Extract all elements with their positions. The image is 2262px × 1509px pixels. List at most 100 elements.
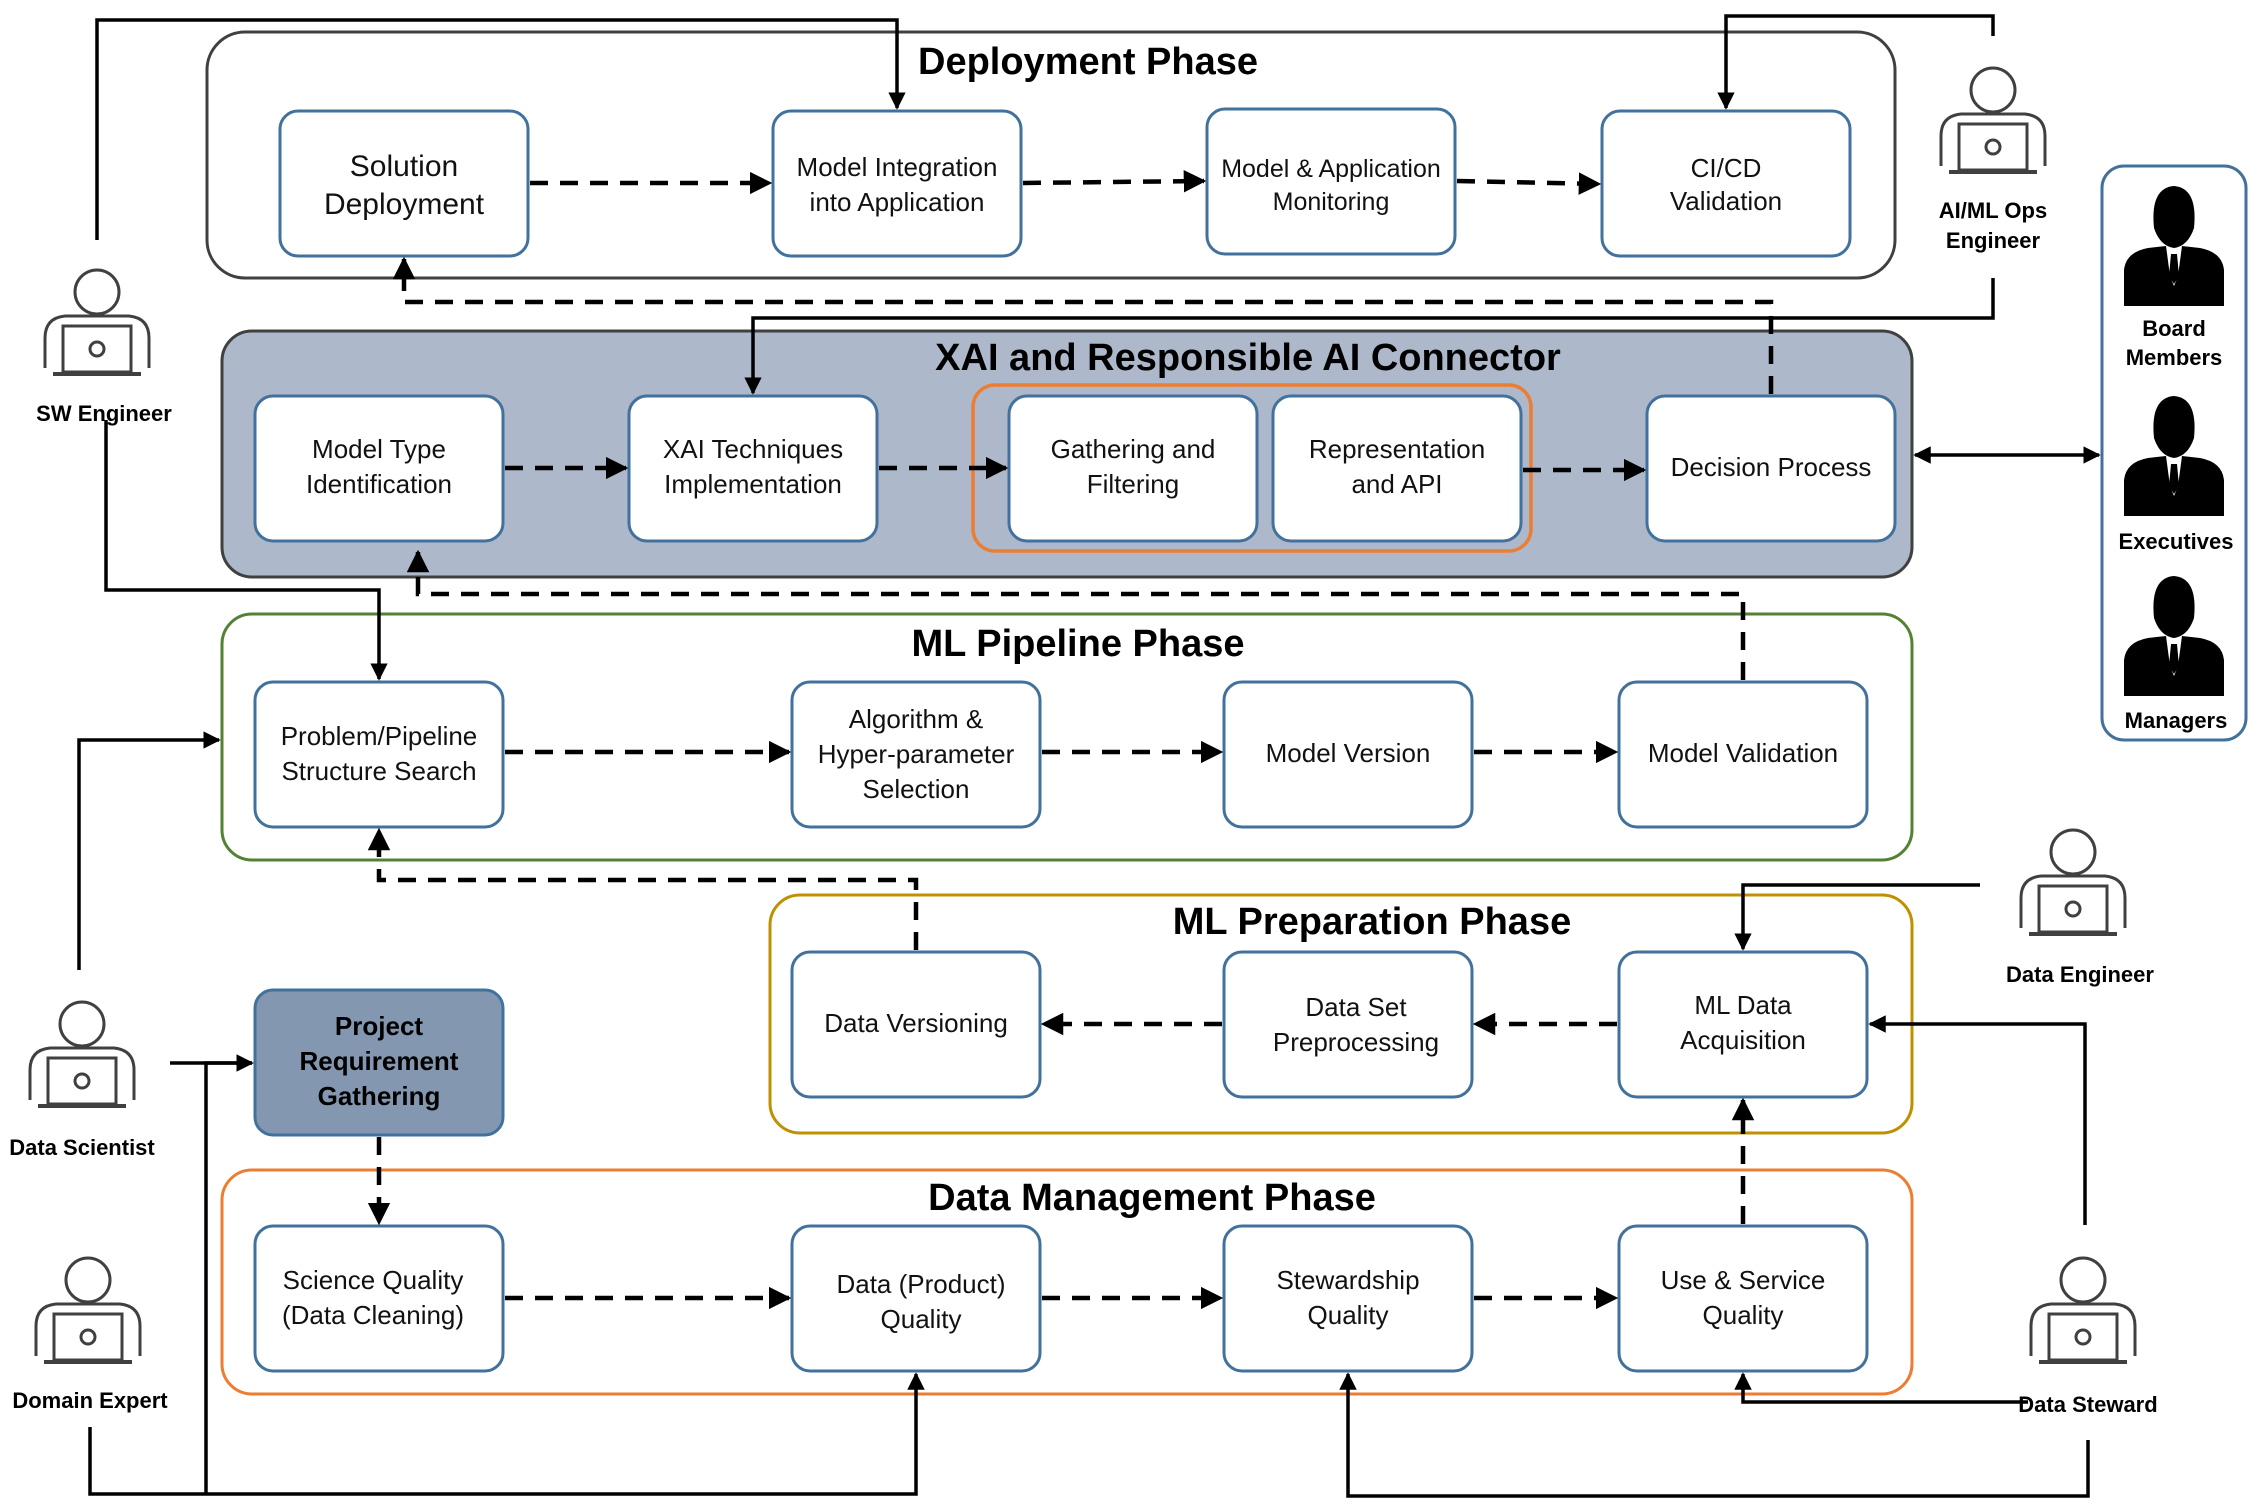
- data-scientist-label: Data Scientist: [9, 1135, 155, 1160]
- science-quality-line-1: Science Quality: [283, 1265, 464, 1295]
- model-version-line-1: Model Version: [1266, 738, 1431, 768]
- ml-pipeline-phase-title: ML Pipeline Phase: [912, 623, 1245, 665]
- model-validation-line-1: Model Validation: [1648, 738, 1838, 768]
- ml-preparation-phase-title: ML Preparation Phase: [1173, 901, 1571, 943]
- person-with-laptop-icon: [43, 268, 151, 376]
- representation-api-box[interactable]: [1271, 394, 1523, 543]
- board-members-label-line-2: Members: [2126, 345, 2223, 370]
- model-monitoring-box[interactable]: [1205, 107, 1457, 256]
- data-product-quality-line-2: Quality: [881, 1304, 962, 1334]
- model-monitoring-line-1: Model & Application: [1221, 155, 1441, 183]
- data-versioning-box[interactable]: [790, 950, 1042, 1099]
- arrow-sw-engineer-to-problem: [104, 420, 388, 681]
- cicd-validation-box[interactable]: [1600, 109, 1852, 258]
- stakeholder-executives: Executives: [2119, 396, 2234, 554]
- xai-techniques-line-2: Implementation: [664, 469, 842, 499]
- xai-techniques-line-1: XAI Techniques: [663, 434, 843, 464]
- model-integration-line-2: into Application: [810, 187, 985, 217]
- board-members-label-line-1: Board: [2142, 316, 2206, 341]
- sw-engineer-label: SW Engineer: [36, 401, 172, 426]
- cicd-validation-line-2: Validation: [1670, 186, 1782, 216]
- representation-api-line-1: Representation: [1309, 434, 1485, 464]
- gathering-filtering-box[interactable]: [1007, 394, 1259, 543]
- arrow-data-steward-to-service: [1734, 1372, 2028, 1404]
- stewardship-quality-box[interactable]: [1222, 1224, 1474, 1373]
- ml-data-acquisition-line-2: Acquisition: [1680, 1025, 1806, 1055]
- arrow-data-engineer-to-acquisition: [1734, 883, 1980, 951]
- arrow-decision-to-solution: [392, 256, 1774, 394]
- aiml-ops-label-line-2: Engineer: [1946, 228, 2041, 253]
- project-requirement-line-1: Project: [335, 1011, 423, 1041]
- data-steward-label: Data Steward: [2018, 1392, 2157, 1417]
- algorithm-hyperparameter-box[interactable]: [790, 680, 1042, 829]
- data-product-quality-box[interactable]: [790, 1224, 1042, 1373]
- arrow-sw-engineer-to-integration: [95, 18, 906, 240]
- solution-deployment-box[interactable]: [278, 109, 530, 258]
- problem-pipeline-line-2: Structure Search: [281, 756, 476, 786]
- stewardship-quality-line-2: Quality: [1308, 1300, 1389, 1330]
- xai-connector-title: XAI and Responsible AI Connector: [935, 337, 1561, 379]
- actor-sw-engineer: SW Engineer: [36, 268, 172, 426]
- project-requirement-box[interactable]: [253, 988, 505, 1137]
- solution-deployment-line-1: Solution: [350, 150, 458, 183]
- model-type-identification-box[interactable]: [253, 394, 505, 543]
- model-validation-box[interactable]: [1617, 680, 1869, 829]
- executives-label: Executives: [2119, 529, 2234, 554]
- solution-deployment-line-2: Deployment: [324, 188, 485, 221]
- arrow-versioning-to-problem: [367, 827, 919, 950]
- arrow-integration-to-monitoring: [1022, 169, 1207, 193]
- decision-process-box[interactable]: [1645, 394, 1897, 543]
- stakeholder-board-members: Board Members: [2124, 186, 2224, 370]
- actor-domain-expert: Domain Expert: [12, 1256, 168, 1413]
- xai-techniques-box[interactable]: [627, 394, 879, 543]
- deployment-phase-container: [205, 30, 1897, 280]
- algorithm-hyper-line-3: Selection: [863, 774, 970, 804]
- arrow-aiml-ops-to-xaitech: [744, 278, 1995, 395]
- data-set-preprocessing-line-2: Preprocessing: [1273, 1027, 1439, 1057]
- cicd-validation-line-1: CI/CD: [1691, 153, 1762, 183]
- decision-process-line-1: Decision Process: [1671, 452, 1872, 482]
- domain-expert-label: Domain Expert: [12, 1388, 168, 1413]
- model-type-line-1: Model Type: [312, 434, 446, 464]
- project-requirement-line-3: Gathering: [318, 1081, 441, 1111]
- actor-data-scientist: Data Scientist: [9, 1000, 155, 1160]
- data-set-preprocessing-line-1: Data Set: [1305, 992, 1407, 1022]
- person-with-laptop-icon: [1939, 66, 2047, 174]
- problem-pipeline-box[interactable]: [253, 680, 505, 829]
- ml-data-acquisition-box[interactable]: [1617, 950, 1869, 1099]
- data-versioning-line-1: Data Versioning: [824, 1008, 1008, 1038]
- model-monitoring-line-2: Monitoring: [1273, 188, 1390, 216]
- data-management-phase-container: [220, 1168, 1914, 1396]
- arrow-monitoring-to-cicd: [1456, 172, 1602, 195]
- science-quality-line-2: (Data Cleaning): [282, 1300, 464, 1330]
- actor-aiml-ops-engineer: AI/ML Ops Engineer: [1939, 66, 2047, 253]
- person-with-laptop-icon: [28, 1000, 136, 1108]
- algorithm-hyper-line-1: Algorithm &: [849, 704, 983, 734]
- dashed-flow-arrows: [367, 169, 1774, 1310]
- science-quality-box[interactable]: [253, 1224, 505, 1373]
- arrow-data-scientist-to-pipeline: [77, 731, 221, 970]
- model-type-line-2: Identification: [306, 469, 452, 499]
- model-integration-box[interactable]: [771, 109, 1023, 258]
- stakeholder-managers: Managers: [2124, 576, 2227, 733]
- arrow-domain-expert-to-project: [204, 1054, 254, 1494]
- person-with-laptop-icon: [34, 1256, 142, 1364]
- algorithm-hyper-line-2: Hyper-parameter: [818, 739, 1015, 769]
- representation-api-line-2: and API: [1351, 469, 1442, 499]
- solid-actor-arrows: [77, 14, 2101, 1498]
- arrow-validation-to-xai: [406, 549, 1746, 680]
- use-service-quality-line-2: Quality: [1703, 1300, 1784, 1330]
- use-service-quality-box[interactable]: [1617, 1224, 1869, 1373]
- model-version-box[interactable]: [1222, 680, 1474, 829]
- model-integration-line-1: Model Integration: [797, 152, 998, 182]
- data-set-preprocessing-box[interactable]: [1222, 950, 1474, 1099]
- arrow-aiml-ops-to-cicd: [1717, 14, 1995, 110]
- aiml-ops-label-line-1: AI/ML Ops: [1939, 198, 2047, 223]
- ml-pipeline-phase-container: [220, 612, 1914, 862]
- arrow-domain-expert-to-product: [88, 1372, 925, 1496]
- gathering-filtering-line-2: Filtering: [1087, 469, 1179, 499]
- data-engineer-label: Data Engineer: [2006, 962, 2154, 987]
- data-product-quality-line-1: Data (Product): [836, 1269, 1005, 1299]
- actor-data-engineer: Data Engineer: [2006, 828, 2154, 987]
